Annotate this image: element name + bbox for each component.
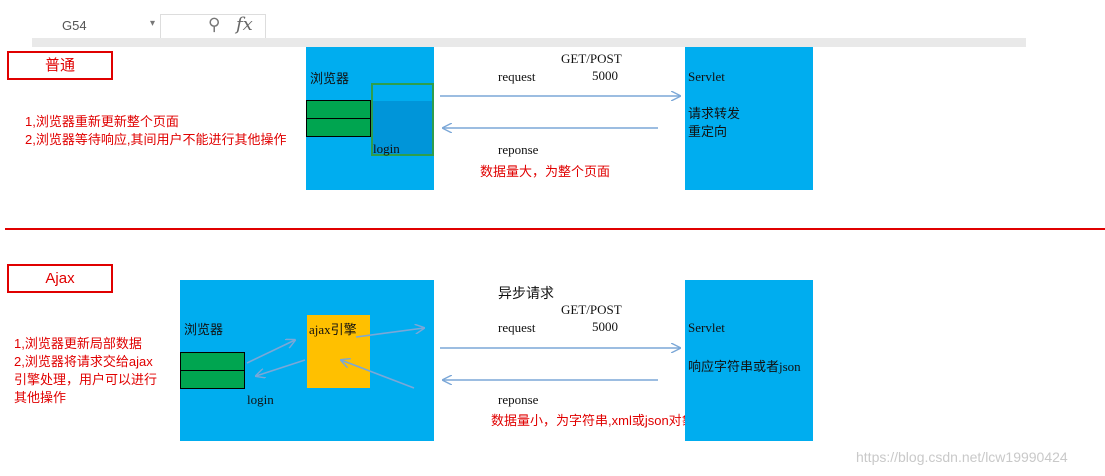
ajax-login-label: login — [247, 392, 274, 407]
normal-note-1: 1,浏览器重新更新整个页面 — [25, 114, 179, 129]
method-label: GET/POST — [561, 51, 622, 66]
ajax-note-2: 2,浏览器将请求交给ajax — [14, 354, 153, 369]
servlet-label: Servlet — [688, 69, 725, 84]
page-cell-bottom — [306, 118, 371, 137]
ajax-data-note: 数据量小，为字符串,xml或json对象 — [491, 413, 695, 428]
ajax-servlet-response: 响应字符串或者json — [688, 359, 801, 374]
ajax-page-cell-bottom — [180, 370, 245, 389]
servlet-action-forward: 请求转发 — [688, 106, 741, 121]
ajax-servlet-label: Servlet — [688, 320, 725, 335]
ajax-response-label: reponse — [498, 392, 539, 407]
async-label: 异步请求 — [498, 287, 554, 302]
zoom-icon[interactable]: ⚲ — [208, 15, 221, 34]
section-divider — [5, 228, 1105, 230]
ajax-request-label: request — [498, 320, 536, 335]
normal-data-note: 数据量大，为整个页面 — [480, 164, 611, 179]
chevron-down-icon[interactable]: ▾ — [150, 18, 156, 29]
cell-reference-box[interactable] — [62, 16, 190, 38]
normal-label: 普通 — [7, 51, 113, 80]
ajax-note-3: 引擎处理，用户可以进行 — [14, 372, 158, 387]
toolbar-bottom-bar — [32, 38, 1026, 47]
page-body — [373, 101, 432, 154]
ajax-label: Ajax — [7, 264, 113, 293]
ajax-port-label: 5000 — [592, 319, 618, 334]
ajax-engine-label: ajax引擎 — [309, 322, 357, 337]
engine-to-server-arrow — [355, 328, 424, 338]
response-label: reponse — [498, 142, 539, 157]
login-label: login — [373, 141, 400, 156]
ajax-method-label: GET/POST — [561, 302, 622, 317]
page-frame — [371, 83, 434, 156]
ajax-browser-label: 浏览器 — [184, 322, 224, 337]
formula-toolbar: G54 ▾ ⚲ fx — [32, 0, 1026, 47]
servlet-block — [685, 47, 813, 190]
watermark: https://blog.csdn.net/lcw19990424 — [856, 449, 1068, 465]
ajax-note-4: 其他操作 — [14, 390, 67, 405]
page-to-engine-arrow — [246, 340, 295, 364]
engine-to-page-arrow — [256, 359, 306, 376]
cell-reference: G54 — [62, 18, 87, 33]
function-icon[interactable]: fx — [236, 14, 253, 35]
ajax-notes: 1,浏览器更新局部数据 2,浏览器将请求交给ajax 引擎处理，用户可以进行 其… — [14, 335, 157, 407]
port-label: 5000 — [592, 68, 618, 83]
normal-note-2: 2,浏览器等待响应,其间用户不能进行其他操作 — [25, 132, 287, 147]
formula-tab — [160, 14, 266, 41]
servlet-action-redirect: 重定向 — [688, 124, 728, 139]
ajax-engine-block — [307, 315, 370, 388]
browser-label: 浏览器 — [310, 71, 350, 86]
ajax-note-1: 1,浏览器更新局部数据 — [14, 336, 142, 351]
server-to-engine-arrow — [341, 360, 415, 389]
normal-notes: 1,浏览器重新更新整个页面 2,浏览器等待响应,其间用户不能进行其他操作 — [25, 113, 286, 149]
request-label: request — [498, 69, 536, 84]
ajax-servlet-block — [685, 280, 813, 441]
